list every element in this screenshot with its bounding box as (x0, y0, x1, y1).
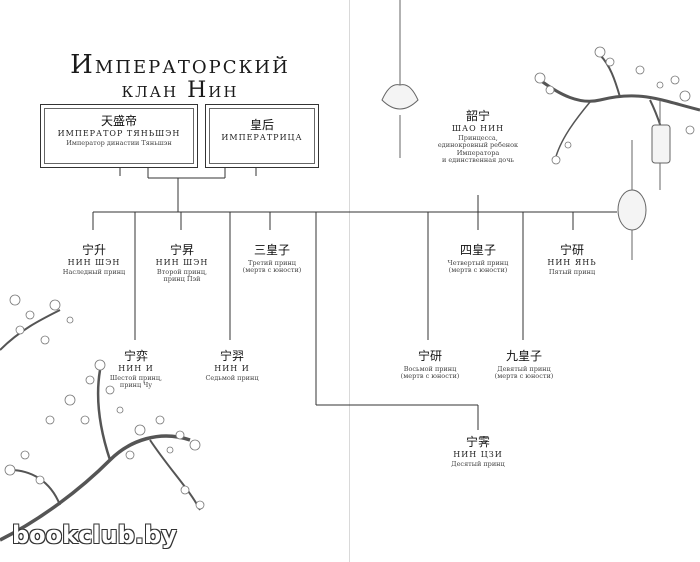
emperor-desc: Император династии Тяньшэн (66, 138, 172, 147)
child-hanzi: 宁升 (81, 243, 106, 257)
child-desc: Шестой принц, (109, 373, 163, 382)
child-desc: Пятый принц (548, 267, 596, 276)
child-node-c3: 三皇子 Третий принц (мертв с юности) (236, 243, 308, 275)
empress-hanzi: 皇后 (249, 118, 274, 132)
child-desc: Наследный принц (62, 267, 126, 276)
child-node-c8: 宁研 Восьмой принц (мертв с юности) (392, 349, 468, 381)
emperor-name: Император Тяньшэн (57, 128, 181, 138)
lotus-lantern-icon (381, 0, 419, 158)
child-desc-2: (мертв с юности) (448, 266, 508, 275)
princess-name: Шао Нин (451, 123, 505, 133)
child-node-c1: 宁升 Нин Шэн Наследный принц (58, 243, 130, 276)
emperor-box: 天盛帝 Император Тяньшэн Император династии… (40, 104, 198, 168)
watermark: bookclub.by (12, 521, 177, 549)
child-desc: Четвертый принц (447, 258, 509, 267)
child-desc: Второй принц, (156, 267, 208, 276)
child-desc: Седьмой принц (205, 373, 259, 382)
empress-name: Императрица (221, 132, 303, 142)
child-desc: Восьмой принц (403, 364, 457, 373)
child-desc-2: (мертв с юности) (242, 266, 302, 275)
child-hanzi: 宁研 (417, 349, 442, 363)
child-node-c7: 宁研 Нин Янь Пятый принц (536, 243, 608, 276)
empress-box: 皇后 Императрица (205, 104, 319, 168)
child-node-c10: 宁霁 Нин Цзи Десятый принц (440, 435, 516, 468)
child-name: Нин Шэн (67, 257, 121, 267)
child-hanzi: 三皇子 (253, 243, 290, 257)
princess-desc-1: Принцесса, (458, 133, 498, 142)
child-hanzi: 宁霁 (465, 435, 490, 449)
child-hanzi: 宁昇 (169, 243, 194, 257)
child-desc-2: принц Пэй (163, 275, 201, 284)
child-desc-2: (мертв с юности) (494, 372, 554, 381)
lantern-icon (617, 100, 671, 260)
child-name: Нин Цзи (453, 449, 503, 459)
child-hanzi: 九皇子 (505, 349, 542, 363)
child-name: Нин Янь (547, 257, 597, 267)
child-name: Нин И (118, 363, 154, 373)
blossoms-bottom-left (4, 294, 205, 510)
emperor-hanzi: 天盛帝 (100, 114, 137, 128)
princess-desc-3: Императора (456, 148, 500, 157)
princess-hanzi: 韶宁 (465, 109, 490, 123)
child-node-c2: 宁昇 Нин Шэн Второй принц, принц Пэй (144, 243, 220, 284)
child-hanzi: 四皇子 (459, 243, 496, 257)
child-desc-2: принц Чу (119, 381, 153, 390)
princess-desc-4: и единственная дочь (441, 156, 515, 165)
child-node-c5: 宁羿 Нин И Седьмой принц (196, 349, 268, 382)
child-name: Нин Шэн (155, 257, 209, 267)
child-desc: Десятый принц (451, 459, 505, 468)
princess-desc-2: единокровный ребенок (437, 141, 519, 150)
child-desc: Третий принц (247, 258, 296, 267)
child-hanzi: 宁羿 (219, 349, 244, 363)
page-subtitle: клан Нин (121, 78, 239, 103)
child-node-c6: 四皇子 Четвертый принц (мертв с юности) (440, 243, 516, 275)
blossoms-top-right (534, 46, 695, 165)
page-title: Императорский (70, 50, 290, 80)
child-node-c9: 九皇子 Девятый принц (мертв с юности) (486, 349, 562, 381)
page-spread-divider (349, 0, 350, 562)
child-node-c4: 宁弈 Нин И Шестой принц, принц Чу (98, 349, 174, 390)
child-desc: Девятый принц (497, 364, 551, 373)
princess-node: 韶宁 Шао Нин Принцесса, единокровный ребен… (430, 109, 526, 165)
child-hanzi: 宁研 (559, 243, 584, 257)
child-desc-2: (мертв с юности) (400, 372, 460, 381)
child-hanzi: 宁弈 (123, 349, 148, 363)
child-name: Нин И (214, 363, 250, 373)
